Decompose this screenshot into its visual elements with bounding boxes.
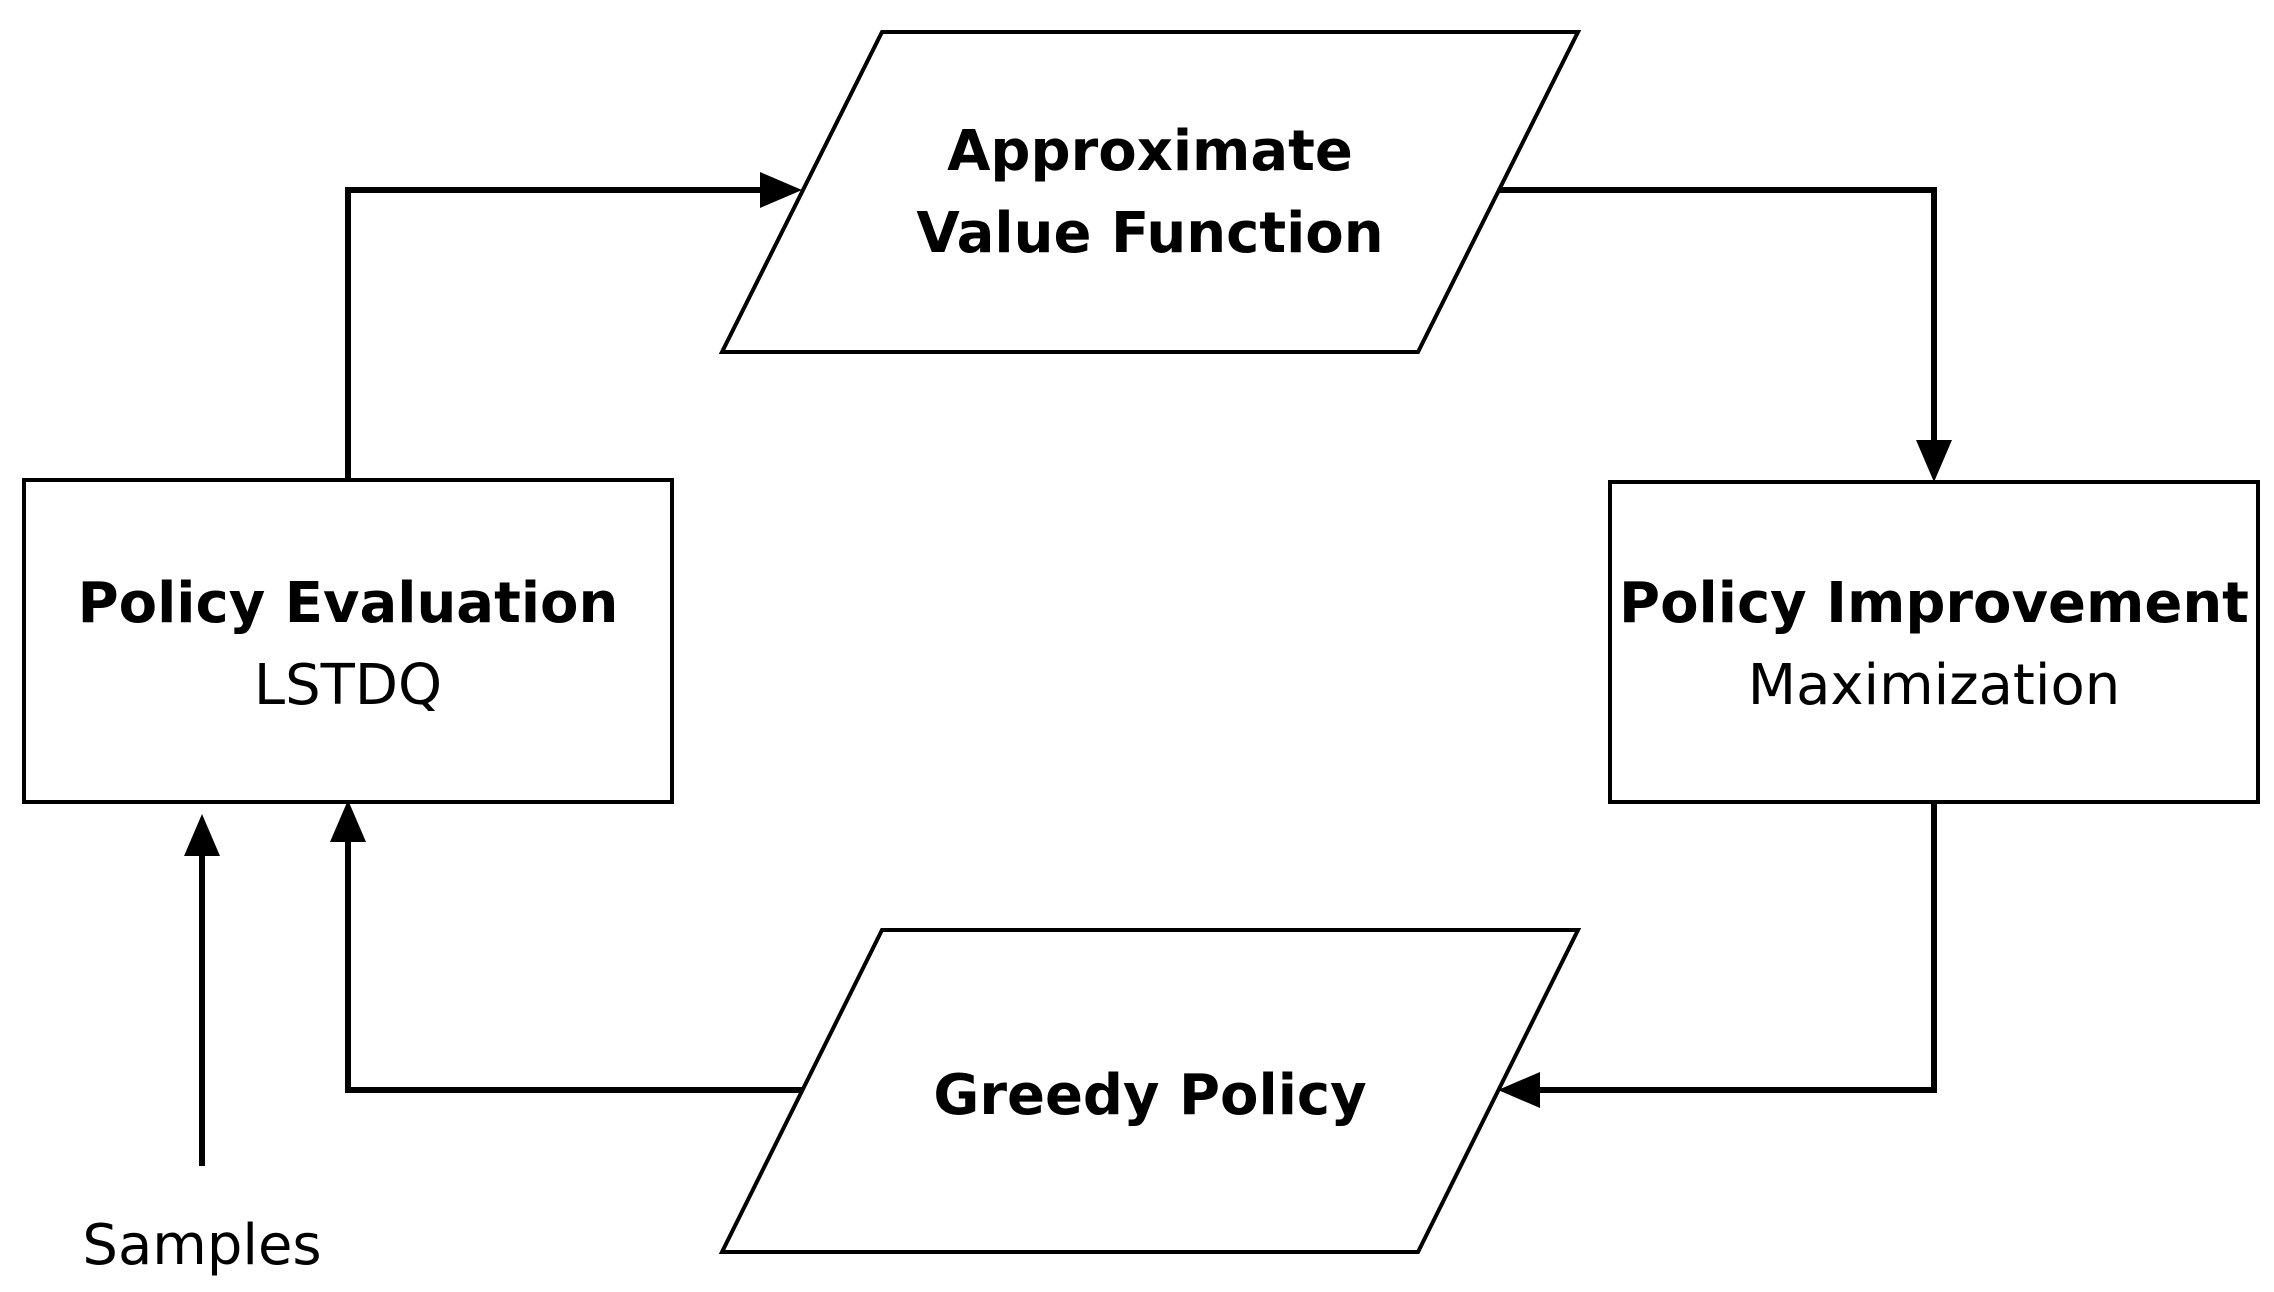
policy-evaluation-title: Policy Evaluation [78,571,619,636]
node-greedy-policy: Greedy Policy [718,928,1582,1254]
value-function-label-line1: Approximate [947,119,1353,184]
samples-label: Samples [82,1213,321,1278]
arrowhead-into-evaluation-from-policy [330,800,366,842]
arrowhead-into-value-function [760,172,802,208]
node-policy-improvement: Policy Improvement Maximization [1608,480,2260,804]
greedy-policy-label: Greedy Policy [933,1063,1366,1128]
parallelogram-shape [718,30,1582,354]
value-function-label-line2: Value Function [916,201,1383,266]
rectangle-shape [1608,480,2260,804]
rectangle-shape [22,478,674,804]
arrowhead-into-evaluation-from-samples [184,814,220,856]
policy-improvement-subtitle: Maximization [1748,653,2120,718]
arrowhead-into-greedy-policy [1498,1072,1540,1108]
parallelogram-shape [718,928,1582,1254]
edge-improvement-to-greedy-policy [1540,802,1937,1093]
edge-greedy-policy-to-evaluation [345,842,802,1093]
connectors [184,172,1952,1166]
node-policy-evaluation: Policy Evaluation LSTDQ [22,478,674,804]
node-approximate-value-function: Approximate Value Function [718,30,1582,354]
arrowhead-into-improvement [1916,440,1952,482]
policy-improvement-title: Policy Improvement [1619,571,2249,636]
policy-evaluation-subtitle: LSTDQ [254,653,442,718]
edge-evaluation-to-value-function [345,187,760,480]
edge-value-function-to-improvement [1497,187,1937,440]
